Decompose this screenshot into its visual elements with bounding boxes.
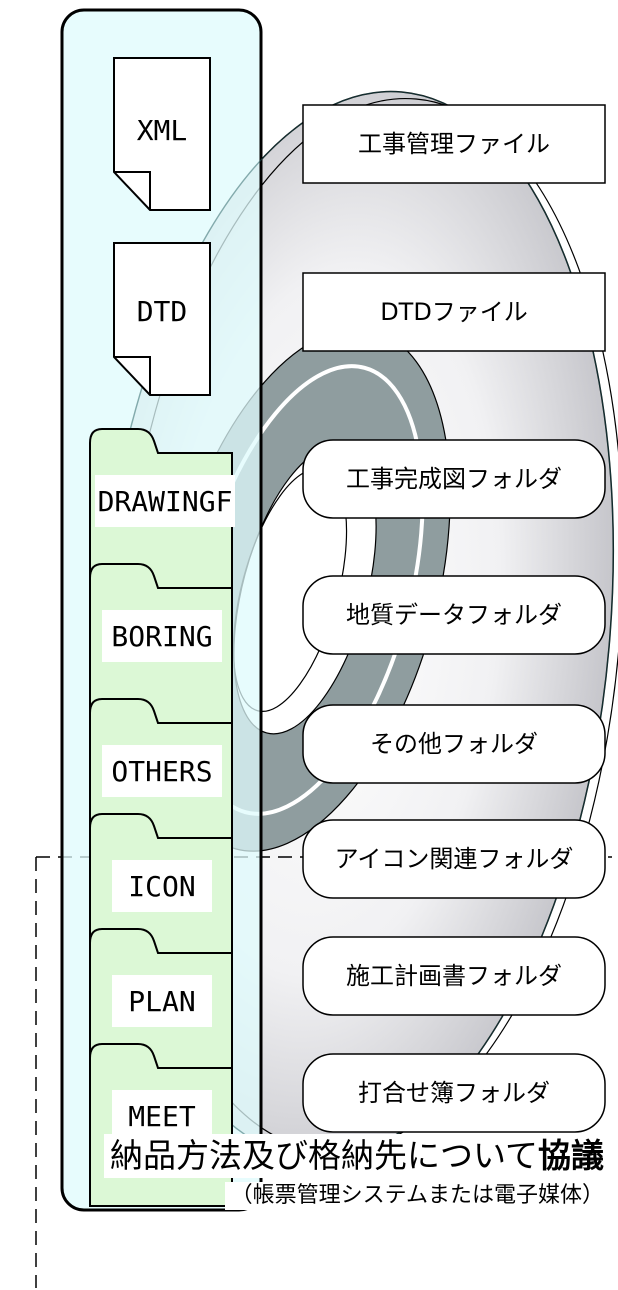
folder-label-meet: MEET [128, 1100, 196, 1133]
description-box-icon: アイコン関連フォルダ [302, 819, 606, 899]
description-box-drawingf: 工事完成図フォルダ [302, 439, 606, 519]
delivery-note: 納品方法及び格納先について協議 [103, 1134, 604, 1178]
folder-label-plan: PLAN [128, 985, 195, 1018]
description-box-plan: 施工計画書フォルダ [302, 936, 606, 1016]
document-icon: DTD [113, 242, 211, 396]
description-boring: 地質データフォルダ [346, 601, 562, 629]
delivery-note-text: 納品方法及び格納先について [109, 1136, 538, 1175]
folder-label-icon: ICON [128, 870, 195, 903]
folder-icon: DRAWINGF [89, 428, 235, 592]
description-xml: 工事管理ファイル [358, 130, 550, 158]
description-icon: アイコン関連フォルダ [335, 845, 574, 873]
description-box-others: その他フォルダ [302, 704, 606, 784]
description-box-boring: 地質データフォルダ [302, 575, 606, 655]
description-plan: 施工計画書フォルダ [346, 962, 562, 990]
file-label-dtd: DTD [137, 295, 188, 328]
delivery-note-subtext: （帳票管理システムまたは電子媒体） [224, 1182, 604, 1210]
description-box-xml: 工事管理ファイル [302, 104, 606, 184]
description-box-dtd: DTDファイル [302, 272, 606, 352]
description-meet: 打合せ簿フォルダ [358, 1079, 550, 1107]
folder-icon: MEET [89, 1043, 233, 1207]
folder-label-boring: BORING [111, 620, 212, 653]
description-dtd: DTDファイル [380, 298, 528, 326]
description-box-meet: 打合せ簿フォルダ [302, 1053, 606, 1133]
folder-label-drawingf: DRAWINGF [98, 485, 233, 518]
delivery-note-emphasis: 協議 [538, 1136, 604, 1175]
file-label-xml: XML [137, 114, 188, 147]
description-others: その他フォルダ [370, 730, 538, 758]
folder-icon: BORING [89, 563, 233, 727]
document-icon: XML [113, 57, 211, 211]
folder-label-others: OTHERS [111, 755, 212, 788]
description-drawingf: 工事完成図フォルダ [346, 465, 562, 493]
